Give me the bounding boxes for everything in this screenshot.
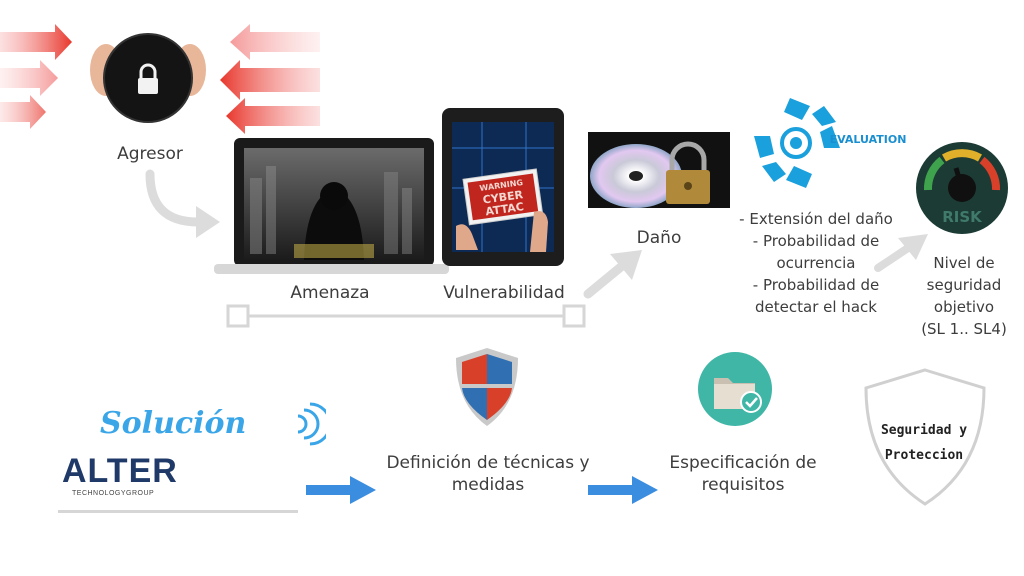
folder-check-icon bbox=[698, 352, 772, 426]
solution-heading: Solución bbox=[100, 406, 247, 441]
evaluation-item: ocurrencia bbox=[776, 254, 856, 272]
result-line: Proteccion bbox=[884, 448, 964, 463]
threat-label: Amenaza bbox=[290, 283, 370, 303]
tablet-attac-text: ATTAC bbox=[485, 200, 525, 218]
requirements-line: Especificación de bbox=[669, 453, 817, 473]
attacker-label: Agresor bbox=[117, 144, 183, 164]
evaluation-item: - Probabilidad de bbox=[752, 232, 880, 250]
to-risk-arrow bbox=[874, 234, 928, 272]
signal-waves-icon bbox=[297, 402, 326, 446]
target-level-line: Nivel de bbox=[933, 254, 995, 272]
tablet-cyber-text: CYBER bbox=[482, 188, 524, 207]
incoming-attack-arrows-right bbox=[220, 24, 320, 134]
evaluation-item: detectar el hack bbox=[755, 298, 877, 316]
evaluation-criteria: - Extensión del daño - Probabilidad de o… bbox=[726, 208, 906, 318]
damage-disc-illustration bbox=[588, 132, 730, 208]
brand-subtitle: TECHNOLOGYGROUP bbox=[72, 490, 155, 497]
requirements-spec-label: Especificación de requisitos bbox=[650, 452, 836, 496]
attacker-to-threat-arrow bbox=[145, 169, 220, 238]
security-protection-label: Seguridad y Proteccion bbox=[866, 418, 982, 468]
vulnerability-tablet-illustration: WARNING CYBER ATTAC bbox=[442, 108, 564, 266]
target-security-level: Nivel de seguridad objetivo (SL 1.. SL4) bbox=[914, 252, 1014, 340]
risk-gauge-text: RISK bbox=[942, 208, 983, 226]
measures-line: Definición de técnicas y bbox=[386, 453, 590, 473]
solution-to-measures-arrow bbox=[306, 476, 376, 504]
risk-gauge-icon: RISK bbox=[916, 142, 1008, 234]
requirements-line: requisitos bbox=[701, 475, 785, 495]
shield-icon bbox=[456, 348, 518, 426]
attacker-lock-orb bbox=[90, 33, 206, 123]
threat-vulnerability-connector bbox=[226, 304, 586, 328]
target-level-line: seguridad bbox=[926, 276, 1002, 294]
target-level-line: objetivo bbox=[933, 298, 995, 316]
measures-line: medidas bbox=[451, 475, 525, 495]
measures-definition-label: Definición de técnicas y medidas bbox=[368, 452, 608, 496]
vulnerability-label: Vulnerabilidad bbox=[443, 283, 565, 303]
evaluation-logo-text: EVALUATION bbox=[830, 133, 907, 146]
brand-underline bbox=[58, 510, 298, 513]
evaluation-item: - Probabilidad de bbox=[752, 276, 880, 294]
to-damage-arrow bbox=[583, 250, 642, 299]
threat-laptop-illustration bbox=[214, 138, 449, 274]
hooded-hacker-figure bbox=[304, 188, 364, 260]
brand-logo: ALTER bbox=[62, 452, 178, 490]
measures-to-requirements-arrow bbox=[588, 476, 658, 504]
result-line: Seguridad y bbox=[880, 423, 968, 438]
incoming-attack-arrows-left bbox=[0, 24, 72, 129]
target-level-line: (SL 1.. SL4) bbox=[921, 320, 1007, 338]
damage-label: Daño bbox=[636, 228, 682, 248]
lock-icon bbox=[138, 78, 158, 94]
evaluation-item: - Extensión del daño bbox=[739, 210, 893, 228]
security-protection-shield bbox=[864, 368, 986, 506]
evaluation-logo: EVALUATION bbox=[754, 98, 907, 188]
